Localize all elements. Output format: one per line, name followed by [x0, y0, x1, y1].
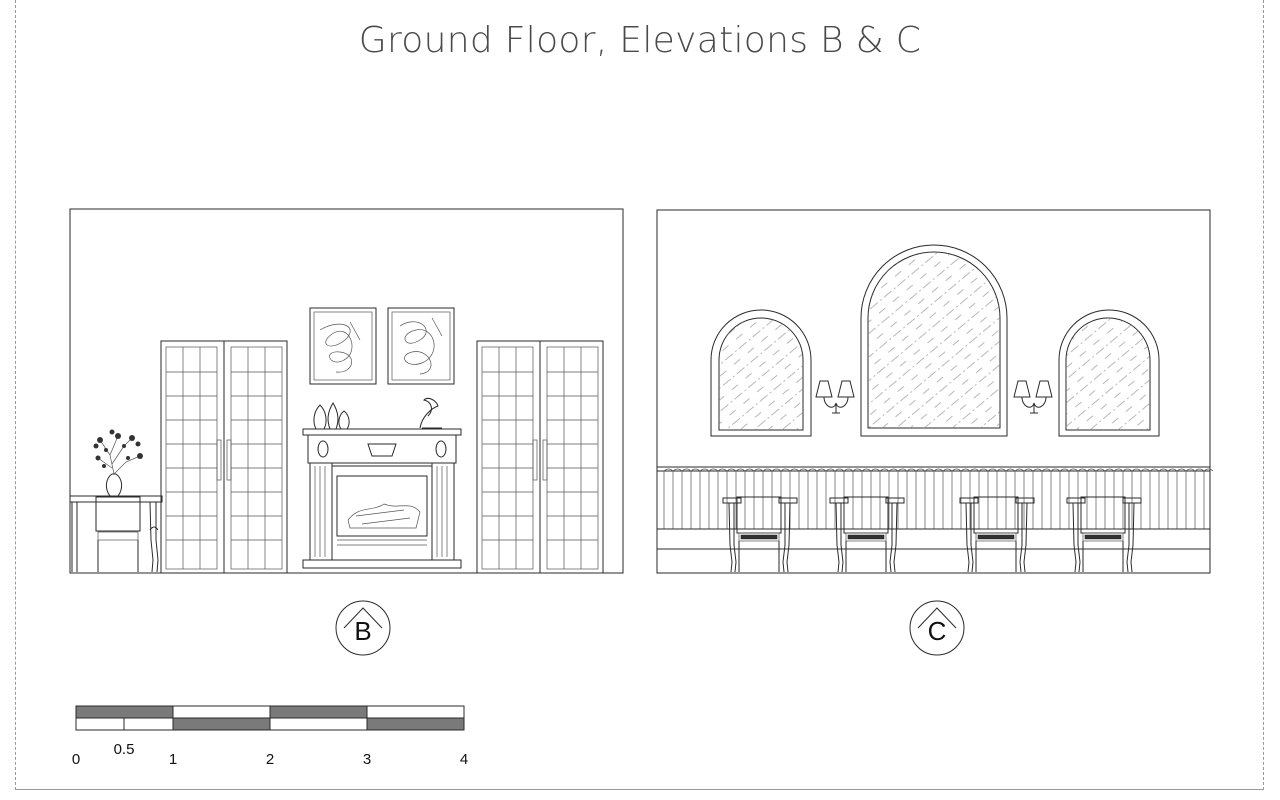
wall-sconce — [1013, 380, 1053, 414]
large-arched-window — [860, 244, 1008, 437]
fireplace-mantel — [302, 397, 462, 569]
scale-bar-segment — [366, 717, 465, 731]
chair-table-set — [829, 496, 905, 573]
scale-label: 4 — [460, 751, 468, 768]
framed-artwork — [309, 307, 377, 385]
framed-artwork — [387, 307, 455, 385]
vase-with-branches — [93, 429, 143, 497]
chair-table-set — [722, 496, 798, 573]
arched-window — [1058, 309, 1160, 437]
scale-bar-segment — [75, 705, 174, 719]
arched-window — [710, 309, 812, 437]
scale-label: 0.5 — [114, 741, 135, 758]
scale-label: 3 — [363, 751, 371, 768]
elevation-tag-c: C — [909, 600, 965, 656]
banquette-seating — [656, 466, 1214, 574]
elevation-tag-b-label: B — [354, 616, 371, 646]
scale-label: 0 — [72, 751, 80, 768]
elevation-tag-c-label: C — [928, 616, 947, 646]
double-glazed-door — [160, 340, 288, 574]
wall-sconce — [815, 380, 855, 414]
drawing-title: Ground Floor, Elevations B & C — [358, 20, 922, 61]
chair-table-set — [1066, 496, 1142, 573]
scale-bar-segment — [172, 717, 271, 731]
scale-bar: 0 0.5 1 2 3 4 — [72, 705, 468, 768]
elevation-c: C — [656, 209, 1214, 656]
console-table — [69, 495, 163, 573]
double-glazed-door — [476, 340, 604, 574]
scale-label: 1 — [169, 751, 177, 768]
chair-table-set — [959, 496, 1035, 573]
elevation-b: B — [69, 208, 624, 656]
sheet-border — [15, 0, 1264, 790]
elevation-tag-b: B — [335, 600, 391, 656]
chairs-and-tables — [722, 496, 1142, 573]
scale-label: 2 — [266, 751, 274, 768]
scale-bar-segment — [269, 705, 368, 719]
chair — [95, 496, 141, 572]
elevation-b-frame — [69, 208, 624, 574]
